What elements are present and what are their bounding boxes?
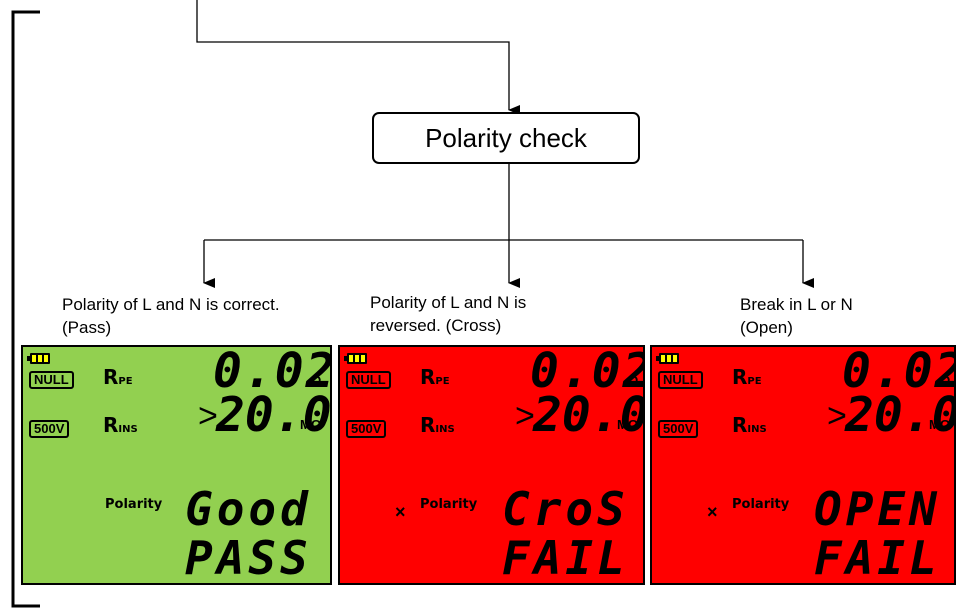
r-ins-subscript: INS xyxy=(118,424,138,435)
r-ins-value: 20.00 xyxy=(216,387,332,443)
result-text: PASS xyxy=(185,531,312,585)
r-letter: R xyxy=(732,413,748,437)
r-pe-subscript: PE xyxy=(435,376,450,387)
incoming-arrow xyxy=(196,0,520,115)
battery-icon xyxy=(344,353,367,364)
voltage-tag: 500V xyxy=(658,420,699,438)
caption-pass: Polarity of L and N is correct. (Pass) xyxy=(62,293,280,339)
ohm-unit: Ω xyxy=(628,373,639,388)
ohm-unit: Ω xyxy=(940,373,951,388)
voltage-tag: 500V xyxy=(346,420,387,438)
r-letter: R xyxy=(420,413,436,437)
r-letter: R xyxy=(103,365,119,389)
r-pe-label: RPE xyxy=(420,365,450,389)
greater-than-sign: > xyxy=(198,397,218,435)
r-pe-value: 0.02 xyxy=(213,345,332,399)
megaohm-unit: MΩ xyxy=(929,417,951,432)
polarity-label: Polarity xyxy=(732,497,790,512)
r-ins-label: RINS xyxy=(103,413,138,437)
megaohm-unit: MΩ xyxy=(300,417,322,432)
polarity-check-label: Polarity check xyxy=(425,122,587,153)
r-pe-label: RPE xyxy=(103,365,133,389)
result-text: FAIL xyxy=(814,531,941,585)
null-tag: NULL xyxy=(29,371,74,389)
r-letter: R xyxy=(103,413,119,437)
lcd-panel-open: NULL 500V RPE RINS 0.02 Ω > 20.00 MΩ × P… xyxy=(650,345,956,585)
megaohm-unit: MΩ xyxy=(617,417,639,432)
r-pe-subscript: PE xyxy=(747,376,762,387)
polarity-label: Polarity xyxy=(420,497,478,512)
battery-icon xyxy=(656,353,679,364)
lcd-panel-pass: NULL 500V RPE RINS 0.02 Ω > 20.00 MΩ Pol… xyxy=(21,345,332,585)
cross-mark-icon: × xyxy=(707,502,718,522)
polarity-label: Polarity xyxy=(105,497,163,512)
r-pe-value: 0.02 xyxy=(842,345,956,399)
result-text: FAIL xyxy=(502,531,629,585)
left-bracket xyxy=(11,10,40,608)
caption-open-line-1: Break in L or N xyxy=(740,295,853,314)
battery-icon xyxy=(27,353,50,364)
ohm-unit: Ω xyxy=(311,373,322,388)
caption-pass-line-1: Polarity of L and N is correct. xyxy=(62,295,280,314)
r-pe-label: RPE xyxy=(732,365,762,389)
r-ins-value: 20.00 xyxy=(845,387,954,443)
status-text: CroS xyxy=(502,482,629,536)
caption-open-line-2: (Open) xyxy=(740,318,793,337)
cross-mark-icon: × xyxy=(395,502,406,522)
greater-than-sign: > xyxy=(515,397,535,435)
r-ins-label: RINS xyxy=(732,413,767,437)
lcd-panel-cross: NULL 500V RPE RINS 0.02 Ω > 20.00 MΩ × P… xyxy=(338,345,645,585)
caption-pass-line-2: (Pass) xyxy=(62,318,112,337)
caption-open: Break in L or N (Open) xyxy=(740,293,853,339)
status-text: Good xyxy=(185,482,312,536)
caption-cross-line-1: Polarity of L and N is xyxy=(370,293,527,312)
r-letter: R xyxy=(420,365,436,389)
r-ins-value: 20.00 xyxy=(533,387,643,443)
null-tag: NULL xyxy=(658,371,703,389)
r-ins-label: RINS xyxy=(420,413,455,437)
polarity-check-node: Polarity check xyxy=(372,112,640,164)
r-ins-subscript: INS xyxy=(747,424,767,435)
r-ins-subscript: INS xyxy=(435,424,455,435)
voltage-tag: 500V xyxy=(29,420,70,438)
r-pe-value: 0.02 xyxy=(530,345,645,399)
status-text: OPEN xyxy=(814,482,941,536)
r-pe-subscript: PE xyxy=(118,376,133,387)
greater-than-sign: > xyxy=(827,397,847,435)
null-tag: NULL xyxy=(346,371,391,389)
caption-cross: Polarity of L and N is reversed. (Cross) xyxy=(370,291,526,337)
r-letter: R xyxy=(732,365,748,389)
caption-cross-line-2: reversed. (Cross) xyxy=(370,316,502,335)
